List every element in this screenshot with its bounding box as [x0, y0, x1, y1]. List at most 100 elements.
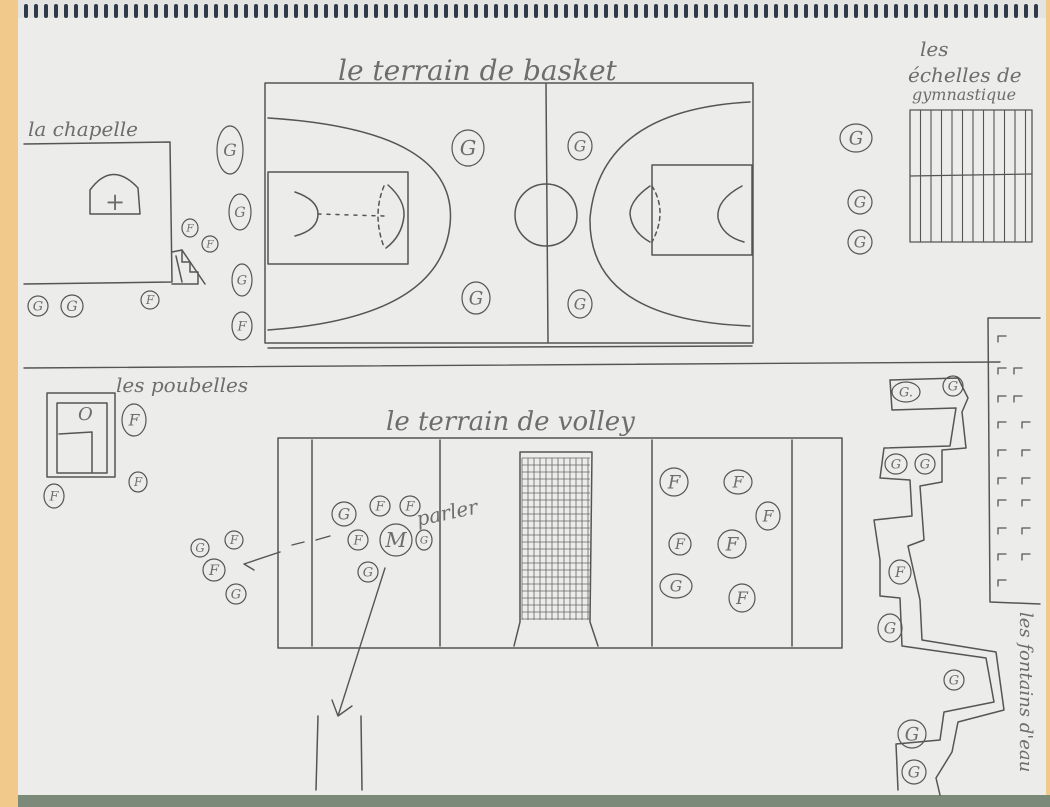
- person-marker: G: [848, 190, 872, 214]
- binding-ring: [954, 4, 958, 18]
- fountain-tap: [998, 450, 1006, 456]
- binding-ring: [934, 4, 938, 18]
- binding-ring: [464, 4, 468, 18]
- fountain-tap: [1022, 422, 1030, 428]
- binding-ring: [764, 4, 768, 18]
- binding-ring: [84, 4, 88, 18]
- binding-ring: [174, 4, 178, 18]
- fountain-tap: [998, 478, 1006, 484]
- person-marker: F: [232, 312, 252, 340]
- binding-ring: [624, 4, 628, 18]
- binding-ring: [144, 4, 148, 18]
- label-gym-ladders-1: les: [920, 37, 949, 61]
- person-letter: G: [231, 588, 241, 603]
- person-marker: G: [944, 670, 964, 690]
- fountain-tap: [998, 528, 1006, 534]
- binding-ring: [114, 4, 118, 18]
- binding-ring: [44, 4, 48, 18]
- person-letter: M: [384, 528, 407, 552]
- person-marker: G: [332, 502, 356, 526]
- binding-ring: [514, 4, 518, 18]
- binding-ring: [614, 4, 618, 18]
- binding-ring: [814, 4, 818, 18]
- binding-ring: [344, 4, 348, 18]
- person-marker: G: [840, 124, 872, 152]
- person-marker: G: [878, 614, 902, 642]
- person-letter: G: [469, 288, 484, 309]
- binding-ring: [1034, 4, 1038, 18]
- divider-line: [24, 362, 1000, 368]
- binding-ring: [574, 4, 578, 18]
- binding-ring: [124, 4, 128, 18]
- person-marker: G: [898, 720, 926, 748]
- person-marker: G: [191, 539, 209, 557]
- binding-ring: [984, 4, 988, 18]
- fountain-tap: [998, 396, 1006, 402]
- binding-ring: [454, 4, 458, 18]
- binding-ring: [264, 4, 268, 18]
- person-letter: G: [948, 380, 958, 395]
- binding-ring: [714, 4, 718, 18]
- person-letter: G: [905, 724, 920, 745]
- person-marker: G: [28, 296, 48, 316]
- binding-ring: [384, 4, 388, 18]
- binding-ring: [794, 4, 798, 18]
- person-marker: F: [182, 219, 198, 237]
- person-letter: F: [229, 533, 239, 547]
- binding-ring: [974, 4, 978, 18]
- person-letter: F: [735, 588, 749, 608]
- person-letter: G: [884, 619, 896, 637]
- person-letter: F: [374, 500, 385, 515]
- binding-ring: [834, 4, 838, 18]
- binding-ring: [584, 4, 588, 18]
- binding-ring: [154, 4, 158, 18]
- person-marker: G: [943, 376, 963, 396]
- label-gym-ladders-3: gymnastique: [912, 85, 1016, 104]
- basketball-court: [265, 83, 753, 348]
- person-marker: F: [129, 472, 147, 492]
- people-markers: GGGFGGGGGGGFFGGFFFFGFFFMGGGFFGFFFFFGFG.G…: [28, 124, 964, 784]
- person-marker: F: [729, 584, 755, 612]
- binding-ring: [334, 4, 338, 18]
- binding-ring: [804, 4, 808, 18]
- binding-ring: [904, 4, 908, 18]
- binding-ring: [914, 4, 918, 18]
- binding-ring: [594, 4, 598, 18]
- binding-ring: [664, 4, 668, 18]
- binding-ring: [564, 4, 568, 18]
- person-letter: G: [237, 274, 247, 289]
- person-letter: F: [185, 223, 194, 235]
- binding-ring: [544, 4, 548, 18]
- binding-ring: [634, 4, 638, 18]
- fountain-tap: [998, 422, 1006, 428]
- fountain-tap: [1014, 396, 1022, 402]
- binding-ring: [254, 4, 258, 18]
- person-letter: G: [854, 233, 866, 251]
- person-marker: G: [452, 130, 484, 166]
- binding-ring: [404, 4, 408, 18]
- binding-ring: [504, 4, 508, 18]
- label-chapel: la chapelle: [28, 117, 138, 141]
- person-letter: F: [236, 320, 247, 335]
- binding-ring: [184, 4, 188, 18]
- binding-ring: [484, 4, 488, 18]
- fountain-tap: [998, 368, 1006, 374]
- label-bins: les poubelles: [116, 373, 248, 397]
- person-marker: G: [568, 290, 592, 318]
- person-marker: F: [44, 484, 64, 508]
- person-letter: G: [460, 136, 477, 160]
- binding-ring: [854, 4, 858, 18]
- binding-ring: [314, 4, 318, 18]
- person-marker: F: [348, 530, 368, 550]
- fountain-tap: [1022, 554, 1030, 560]
- person-marker: G: [885, 454, 907, 474]
- binding-ring: [74, 4, 78, 18]
- person-marker: G: [226, 584, 246, 604]
- binding-ring: [644, 4, 648, 18]
- fountain-tap: [998, 554, 1006, 560]
- person-letter: F: [145, 293, 155, 307]
- person-letter: G: [338, 505, 350, 523]
- binding-ring: [354, 4, 358, 18]
- person-marker: G: [232, 264, 252, 296]
